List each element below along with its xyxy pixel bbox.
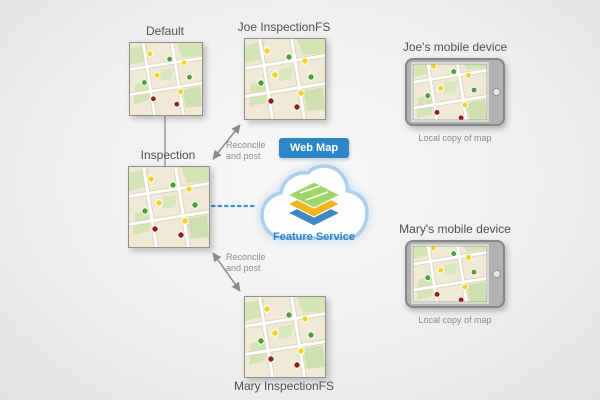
device-label-joe: Joe's mobile device xyxy=(402,40,508,54)
map-thumbnail-inspection xyxy=(128,166,210,248)
device-caption-joe: Local copy of map xyxy=(418,133,492,143)
reconcile-label-bottom: Reconcile and post xyxy=(226,252,266,274)
feature-service-label: Feature Service xyxy=(273,231,355,243)
tablet-joe xyxy=(405,58,505,126)
home-button xyxy=(492,87,501,97)
version-label-default: Default xyxy=(145,24,185,38)
version-label-inspection: Inspection xyxy=(140,148,196,162)
reconcile-label-top: Reconcile and post xyxy=(226,140,266,162)
map-thumbnail-mary xyxy=(244,296,326,378)
home-button xyxy=(492,269,501,279)
layers-icon xyxy=(286,181,342,227)
map-thumbnail-joe xyxy=(244,38,326,120)
device-label-mary: Mary's mobile device xyxy=(399,222,511,236)
version-label-mary: Mary InspectionFS xyxy=(233,379,335,393)
map-thumbnail-default xyxy=(129,42,203,116)
device-caption-mary: Local copy of map xyxy=(418,315,492,325)
tablet-mary xyxy=(405,240,505,308)
version-label-joe: Joe InspectionFS xyxy=(237,20,331,34)
web-map-badge: Web Map xyxy=(278,138,350,158)
cloud-icon xyxy=(252,156,376,256)
